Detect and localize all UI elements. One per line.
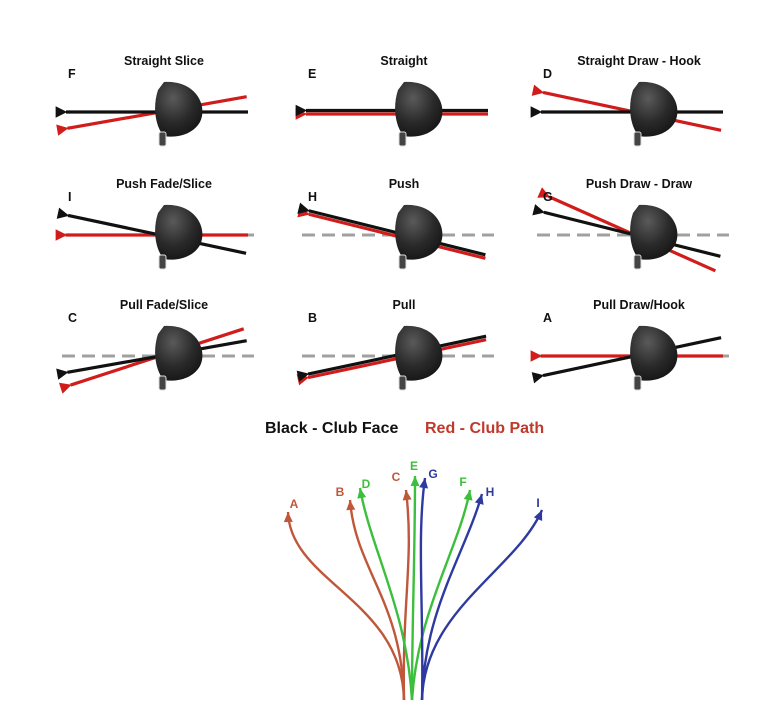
shot-D: D Straight Draw - Hook: [530, 54, 723, 147]
shot-title: Straight Slice: [124, 54, 204, 68]
shot-title: Push Draw - Draw: [586, 177, 693, 191]
flight-letter: G: [428, 467, 437, 481]
club-head-icon: [395, 204, 443, 270]
flight-arrowhead: [419, 478, 429, 489]
shot-C: C Pull Fade/Slice: [56, 298, 254, 394]
shot-letter: E: [308, 67, 316, 81]
flight-arrowhead: [357, 488, 367, 499]
shot-letter: A: [543, 311, 552, 325]
flight-letter: H: [486, 485, 495, 499]
shot-title: Straight: [380, 54, 428, 68]
shot-letter: G: [543, 190, 553, 204]
club-head-icon: [630, 204, 678, 270]
flight-arrowhead: [474, 494, 484, 505]
flight-curve: [410, 489, 472, 701]
flight-arrowhead: [402, 490, 412, 501]
shot-title: Pull: [393, 298, 416, 312]
shot-E: E Straight: [295, 54, 488, 147]
club-head-icon: [395, 325, 443, 391]
flight-D: D: [357, 477, 414, 701]
flight-C: C: [392, 470, 412, 701]
club-head-icon: [630, 325, 678, 391]
flight-curve: [348, 499, 406, 701]
club-head-icon: [155, 204, 203, 270]
flight-A: A: [283, 497, 406, 701]
flight-curve: [420, 509, 544, 701]
flight-arrowhead: [346, 500, 356, 511]
shot-title: Push: [389, 177, 420, 191]
shot-G: G Push Draw - Draw: [532, 177, 729, 273]
flight-arrowhead: [283, 512, 293, 523]
shot-letter: H: [308, 190, 317, 204]
flight-G: G: [419, 467, 438, 701]
shot-title: Push Fade/Slice: [116, 177, 212, 191]
legend-club-face: Black - Club Face: [265, 420, 398, 437]
flight-I: I: [420, 496, 544, 701]
flight-letter: A: [290, 497, 299, 511]
flight-curve: [410, 475, 417, 701]
flight-letter: I: [536, 496, 539, 510]
shot-B: B Pull: [296, 298, 494, 391]
shot-letter: F: [68, 67, 76, 81]
flight-E: E: [410, 459, 420, 701]
flight-curve: [420, 493, 484, 701]
shot-I: I Push Fade/Slice: [55, 177, 254, 270]
shot-letter: I: [68, 190, 71, 204]
flight-letter: B: [336, 485, 345, 499]
flight-B: B: [336, 485, 406, 701]
legend-club-path: Red - Club Path: [425, 420, 544, 437]
flight-curve: [402, 489, 411, 701]
club-head-icon: [155, 325, 203, 391]
flight-curve: [358, 487, 414, 701]
shot-letter: B: [308, 311, 317, 325]
club-head-icon: [630, 81, 678, 147]
club-head-icon: [155, 81, 203, 147]
flight-arrowhead: [463, 490, 473, 501]
shot-F: F Straight Slice: [55, 54, 248, 147]
shot-title: Pull Fade/Slice: [120, 298, 208, 312]
flight-letter: D: [362, 477, 371, 491]
flight-arrowhead: [533, 510, 543, 521]
ball-flight-paths: A B C D E F G H I: [283, 459, 544, 701]
flight-F: F: [410, 475, 473, 701]
shot-letter: C: [68, 311, 77, 325]
shot-letter: D: [543, 67, 552, 81]
shot-title: Pull Draw/Hook: [593, 298, 685, 312]
flight-letter: C: [392, 470, 401, 484]
shot-A: A Pull Draw/Hook: [530, 298, 729, 391]
flight-letter: F: [459, 475, 466, 489]
flight-curve: [286, 511, 406, 701]
club-head-icon: [395, 81, 443, 147]
flight-letter: E: [410, 459, 418, 473]
shot-title: Straight Draw - Hook: [577, 54, 701, 68]
shot-H: H Push: [297, 177, 494, 270]
flight-arrowhead: [410, 476, 420, 486]
flight-curve: [419, 477, 427, 701]
flight-H: H: [420, 485, 495, 701]
legend: Black - Club Face Red - Club Path: [265, 420, 544, 437]
